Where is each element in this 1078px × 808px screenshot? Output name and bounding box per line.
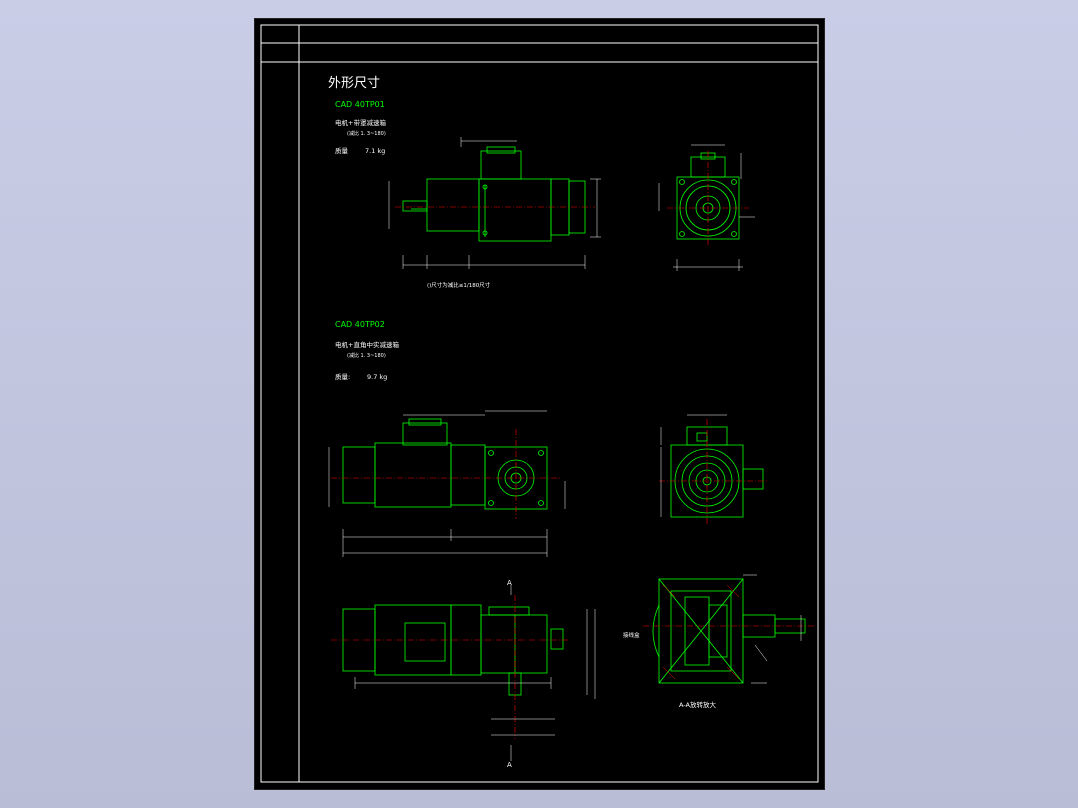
- sheet-title: 外形尺寸: [328, 76, 380, 91]
- model2-side-centerline: [331, 595, 569, 739]
- model2-plan-dims: [328, 410, 566, 557]
- model1-note: ()尺寸为减比≤1/180尺寸: [427, 281, 491, 289]
- model2-desc: 电机+直角中实减速箱: [335, 340, 399, 349]
- model2-weight-label: 质量:: [335, 372, 350, 381]
- model2-side-dims: [354, 585, 596, 761]
- drawing-sheet: 外形尺寸 CAD 40TP01 电机+带罩减速箱 (减比 1. 3~180) 质…: [255, 19, 824, 789]
- model1-desc: 电机+带罩减速箱: [335, 118, 386, 127]
- model1-side-dims: [388, 137, 601, 269]
- section-label-a-top: A: [507, 579, 512, 587]
- drawing-frame: [260, 24, 819, 783]
- model2-ratio: (减比 1. 3~180): [347, 352, 386, 359]
- section-aa-side-note: 接线盒: [623, 631, 640, 639]
- model2-end-centerlines: [659, 419, 769, 525]
- model1-front-centerlines: [667, 151, 749, 247]
- model2-end-dims: [660, 414, 727, 517]
- section-aa-title: A-A放转放大: [679, 700, 716, 709]
- model1-ratio: (减比 1. 3~180): [347, 130, 386, 137]
- cad-drawing: 外形尺寸 CAD 40TP01 电机+带罩减速箱 (减比 1. 3~180) 质…: [260, 24, 819, 783]
- model1-weight-label: 质量: [335, 146, 349, 155]
- section-aa-dims: [743, 574, 802, 684]
- model2-plan-centerline: [331, 429, 561, 519]
- model1-front-dims: [658, 144, 755, 271]
- model1-code: CAD 40TP01: [335, 100, 385, 109]
- model2-weight-value: 9.7 kg: [367, 373, 387, 381]
- section-label-a-bottom: A: [507, 761, 512, 769]
- model1-weight-value: 7.1 kg: [365, 147, 385, 155]
- model2-end-view: [670, 426, 764, 518]
- model2-plan-view: [342, 418, 548, 510]
- section-aa-hatch: [662, 584, 740, 680]
- section-aa-view: [652, 578, 806, 684]
- model2-code: CAD 40TP02: [335, 320, 385, 329]
- model2-side-view: [342, 604, 564, 696]
- model1-side-view: [402, 146, 586, 242]
